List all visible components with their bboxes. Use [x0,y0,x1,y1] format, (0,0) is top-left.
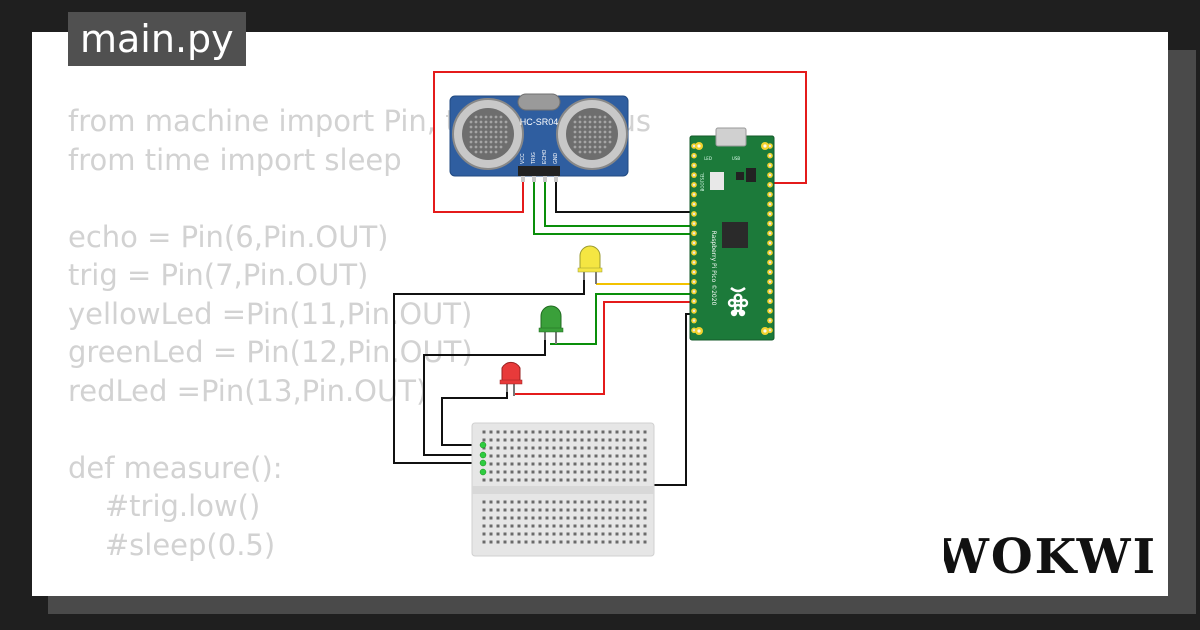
wire-vcc [433,71,807,213]
led-label: LED [704,156,712,161]
sensor-label: HC-SR04 [520,117,559,127]
raspberry-pi-pico: USB LED BOOTSEL Raspberry Pi Pico ©2020 [689,127,775,341]
sensor-pin-label: VCC [520,153,526,164]
wire-yellow-gnd [393,278,585,464]
wire-sensor-gnd [555,176,694,213]
code-line: def measure(): [68,450,283,485]
rp2040-chip [722,222,748,248]
led-red [499,361,523,396]
code-line: #sleep(0.5) [68,527,276,562]
wire-green-led [550,293,694,345]
ultrasonic-sensor: HC-SR04 VCC TRIG ECHO GND [449,93,629,182]
code-line: redLed =Pin(13,Pin.OUT) [68,373,428,408]
sensor-pin-label: ECHO [542,149,548,164]
sensor-mesh-left [462,108,514,160]
code-line: #trig.low() [68,489,261,523]
code-line: from time import sleep [68,142,402,177]
sensor-pin-label: TRIG [531,152,537,164]
sensor-crystal [517,93,561,111]
code-line: trig = Pin(7,Pin.OUT) [68,258,369,292]
pico-silkscreen: Raspberry Pi Pico ©2020 [710,231,717,306]
sensor-mesh-right [566,108,618,160]
bootsel-label: BOOTSEL [700,172,705,191]
wokwi-logo: WOKWI [944,529,1154,585]
wire-red-gnd [441,388,508,446]
wire-green-gnd [423,337,546,456]
wokwi-wordmark: WOKWI [944,529,1154,585]
raspberry-logo-icon [727,287,749,317]
usb-connector [715,127,747,147]
code-line: yellowLed =Pin(11,Pin.OUT) [68,296,473,331]
wire-red-led [514,301,694,395]
bootsel-button [710,172,724,190]
breadboard [471,422,655,557]
sensor-pin-label: GND [553,153,559,165]
wire-trig [533,176,694,235]
led-green [538,305,564,344]
code-line: echo = Pin(6,Pin.OUT) [68,219,389,254]
led-yellow [577,245,603,284]
code-line: greenLed = Pin(12,Pin.OUT) [68,335,473,369]
wire-echo [544,176,694,227]
usb-label: USB [732,156,740,161]
filename-tab: main.py [68,12,246,66]
